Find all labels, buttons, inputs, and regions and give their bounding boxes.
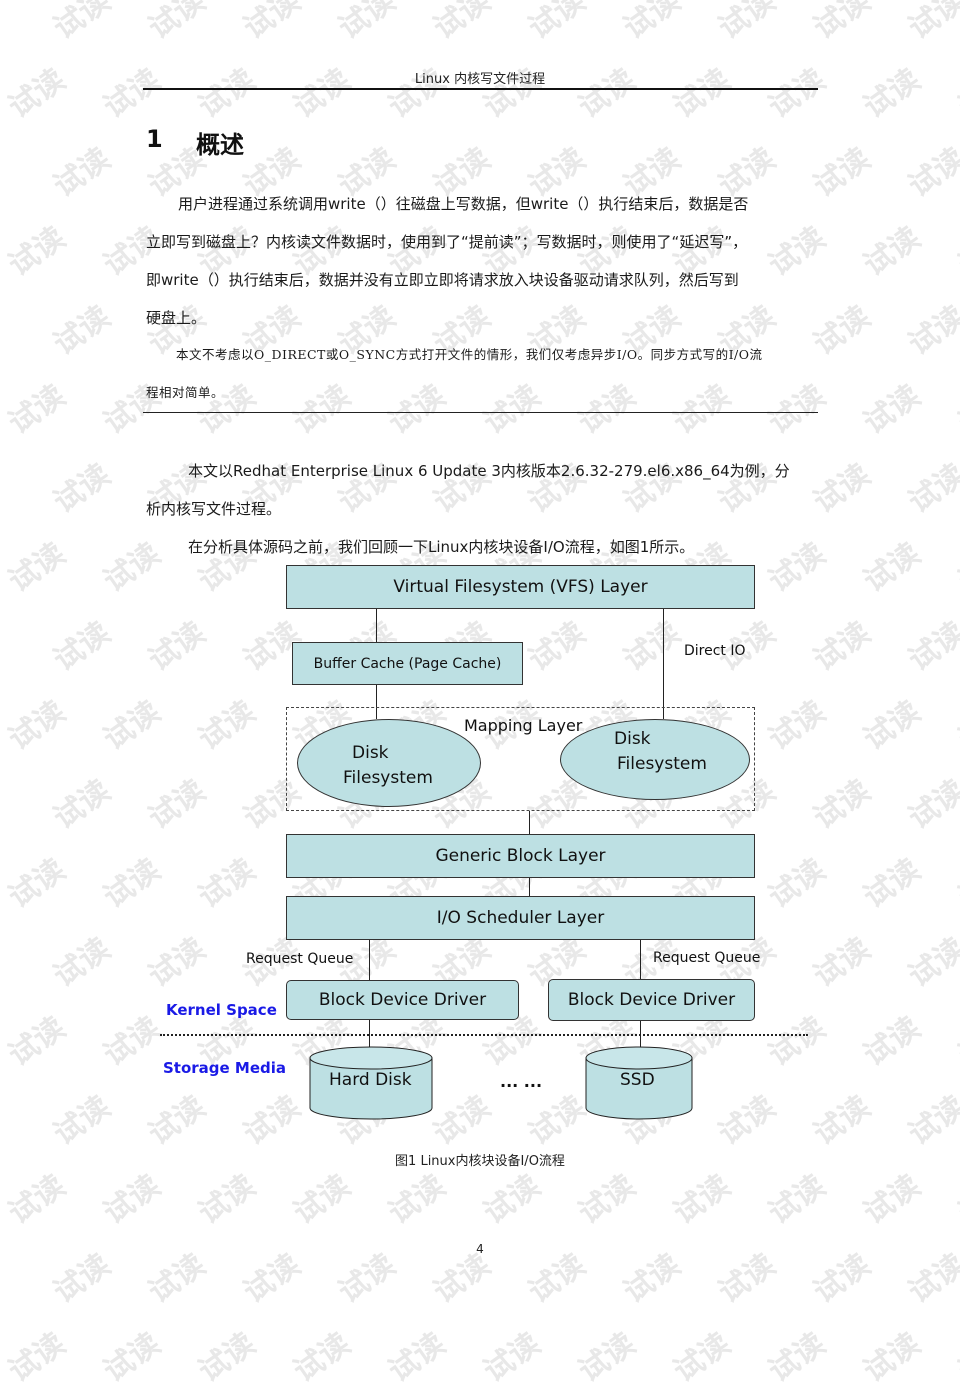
- paragraph-line: 本文以Redhat Enterprise Linux 6 Update 3内核版…: [188, 462, 790, 480]
- connector-line: [529, 878, 530, 897]
- kernel-space-label: Kernel Space: [166, 1001, 277, 1019]
- note-line: 本文不考虑以O_DIRECT或O_SYNC方式打开文件的情形，我们仅考虑异步I/…: [176, 347, 763, 362]
- io-scheduler-layer-box: I/O Scheduler Layer: [286, 896, 755, 940]
- block-device-driver-right: Block Device Driver: [548, 979, 755, 1021]
- connector-line: [369, 940, 370, 981]
- connector-line: [376, 685, 377, 719]
- vfs-layer-box: Virtual Filesystem (VFS) Layer: [286, 565, 755, 609]
- ellipsis-label: ... ...: [500, 1072, 543, 1091]
- kernel-storage-divider: [160, 1034, 808, 1036]
- block-device-driver-left: Block Device Driver: [286, 980, 519, 1020]
- generic-block-layer-box: Generic Block Layer: [286, 834, 755, 878]
- note-line: 程相对简单。: [146, 385, 225, 400]
- running-header: Linux 内核写文件过程: [414, 72, 546, 87]
- connector-line: [640, 940, 641, 980]
- request-queue-right-label: Request Queue: [653, 950, 761, 966]
- section-title: 概述: [196, 131, 244, 159]
- paragraph-line: 用户进程通过系统调用write（）往磁盘上写数据，但write（）执行结束后，数…: [178, 195, 749, 213]
- document-page: Linux 内核写文件过程 1 概述 用户进程通过系统调用write（）往磁盘上…: [143, 72, 818, 1256]
- disk-filesystem-right: [560, 719, 750, 800]
- header-rule: [143, 88, 818, 90]
- disk-filesystem-left: [297, 719, 481, 807]
- hard-disk-cylinder-icon: [309, 1046, 433, 1120]
- section-number: 1: [146, 125, 163, 153]
- disk-filesystem-left-line1: Disk: [352, 743, 389, 763]
- io-flow-diagram: Virtual Filesystem (VFS) Layer Buffer Ca…: [160, 565, 808, 1120]
- paragraph-line: 析内核写文件过程。: [146, 500, 282, 518]
- paragraph-line: 硬盘上。: [146, 309, 207, 327]
- paragraph-line: 即write（）执行结束后，数据并没有立即立即将请求放入块设备驱动请求队列，然后…: [146, 271, 739, 289]
- ssd-cylinder-icon: [585, 1046, 693, 1120]
- direct-io-label: Direct IO: [684, 643, 746, 659]
- buffer-cache-box: Buffer Cache (Page Cache): [292, 642, 523, 685]
- disk-filesystem-right-line2: Filesystem: [617, 754, 707, 774]
- connector-line: [529, 811, 530, 835]
- disk-filesystem-left-line2: Filesystem: [343, 768, 433, 788]
- paragraph-line: 在分析具体源码之前，我们回顾一下Linux内核块设备I/O流程，如图1所示。: [188, 538, 695, 556]
- paragraph-line: 立即写到磁盘上？内核读文件数据时，使用到了“提前读”；写数据时，则使用了“延迟写…: [146, 233, 748, 251]
- connector-line: [376, 609, 377, 642]
- hard-disk-label: Hard Disk: [329, 1070, 412, 1090]
- mapping-layer-label: Mapping Layer: [464, 716, 583, 735]
- mapping-layer-box: [286, 707, 755, 811]
- note-block: 本文不考虑以O_DIRECT或O_SYNC方式打开文件的情形，我们仅考虑异步I/…: [146, 336, 816, 412]
- disk-filesystem-right-line1: Disk: [614, 729, 651, 749]
- page-number: 4: [476, 1242, 484, 1256]
- paragraph-version: 本文以Redhat Enterprise Linux 6 Update 3内核版…: [146, 452, 816, 566]
- paragraph-intro: 用户进程通过系统调用write（）往磁盘上写数据，但write（）执行结束后，数…: [146, 185, 816, 337]
- note-rule: [143, 412, 818, 413]
- request-queue-left-label: Request Queue: [246, 951, 354, 967]
- storage-media-label: Storage Media: [163, 1059, 287, 1077]
- ssd-label: SSD: [620, 1070, 655, 1090]
- connector-line: [663, 609, 664, 719]
- figure-caption: 图1 Linux内核块设备I/O流程: [395, 1154, 565, 1169]
